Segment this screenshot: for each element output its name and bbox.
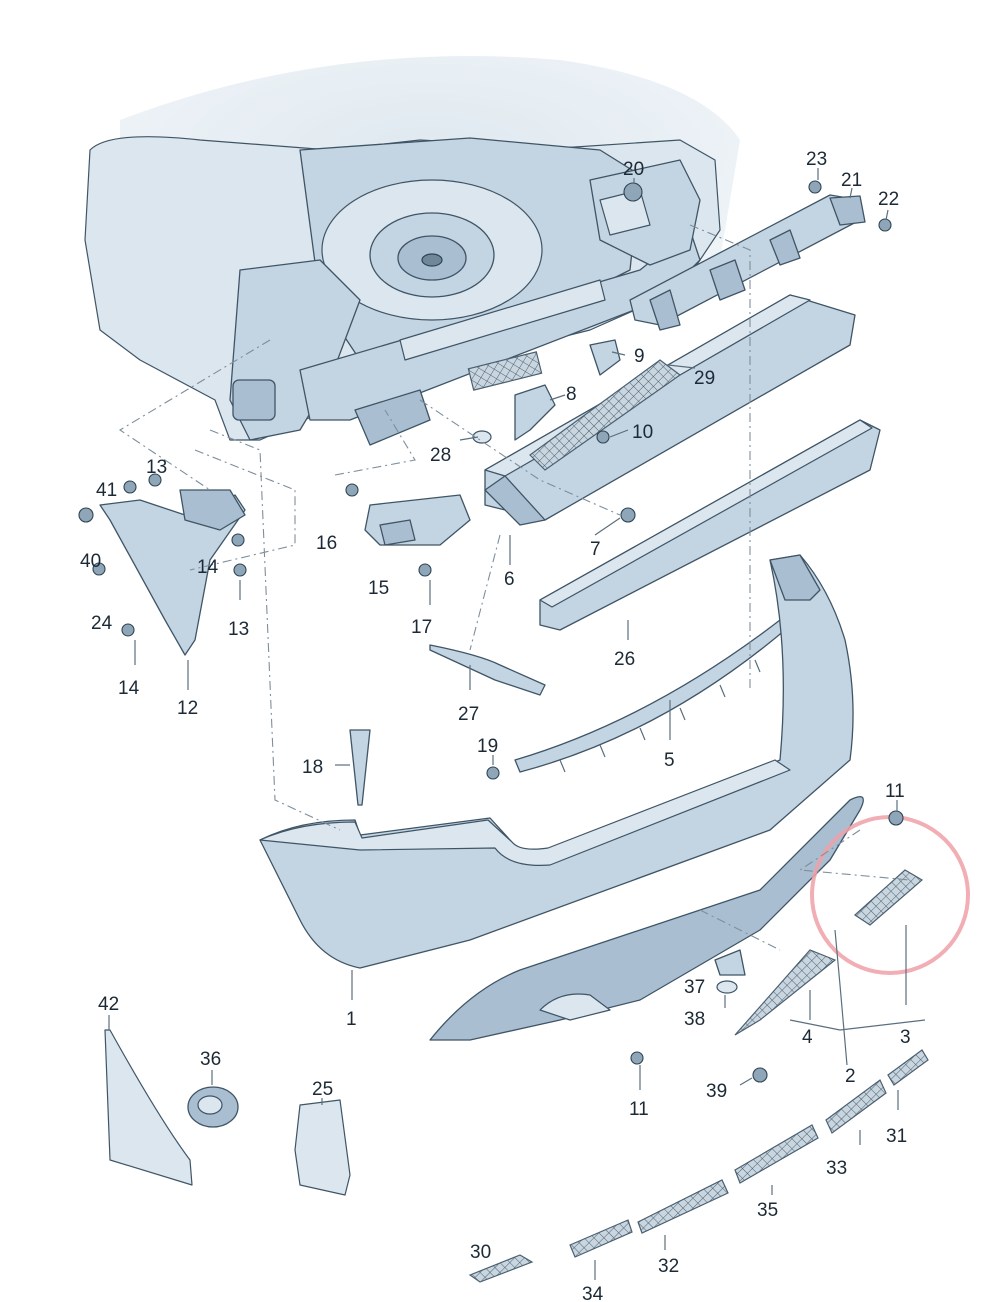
- label-1: 1: [346, 1009, 357, 1030]
- label-21: 21: [841, 170, 862, 191]
- vehicle-rear-body: [84, 136, 721, 446]
- label-35: 35: [757, 1200, 778, 1221]
- left-side-bracket: [99, 489, 246, 656]
- label-22: 22: [878, 189, 899, 210]
- label-32: 32: [658, 1256, 679, 1277]
- bumper-cover: [259, 554, 854, 969]
- fasteners: [78, 180, 904, 1083]
- label-16: 16: [316, 533, 337, 554]
- reflectors: [734, 815, 970, 1036]
- label-38: 38: [684, 1009, 705, 1030]
- label-24: 24: [91, 613, 113, 634]
- loose-parts: [104, 1029, 351, 1196]
- label-14-mid: 14: [197, 557, 219, 578]
- small-brackets: [514, 339, 682, 471]
- label-6: 6: [504, 569, 515, 590]
- label-2: 2: [845, 1066, 856, 1087]
- label-30: 30: [470, 1242, 491, 1263]
- label-34: 34: [582, 1284, 604, 1302]
- label-42: 42: [98, 994, 119, 1015]
- label-39: 39: [706, 1081, 727, 1102]
- label-15: 15: [368, 578, 389, 599]
- center-bracket: [364, 494, 471, 546]
- label-41: 41: [96, 480, 117, 501]
- label-3: 3: [900, 1027, 911, 1048]
- label-29: 29: [694, 368, 715, 389]
- label-25: 25: [312, 1079, 333, 1100]
- label-33: 33: [826, 1158, 847, 1179]
- label-17: 17: [411, 617, 432, 638]
- label-23: 23: [806, 149, 827, 170]
- energy-absorber: [539, 419, 881, 631]
- part-labels: 1 2 3 4 5 6 7 8 9 10 11 11 12 13 13 14 1…: [80, 149, 911, 1302]
- mesh-strips: [468, 1049, 929, 1283]
- label-28: 28: [430, 445, 451, 466]
- label-27: 27: [458, 704, 479, 725]
- label-19: 19: [477, 736, 498, 757]
- label-13-top: 13: [146, 457, 167, 478]
- leader-lines: [108, 168, 926, 1280]
- label-8: 8: [566, 384, 577, 405]
- label-11-bottom: 11: [629, 1099, 649, 1120]
- label-37: 37: [684, 977, 705, 998]
- label-18: 18: [302, 757, 323, 778]
- guide-lines: [118, 224, 911, 951]
- label-40: 40: [80, 551, 101, 572]
- rear-diffuser: [429, 796, 864, 1041]
- label-12: 12: [177, 698, 198, 719]
- label-20: 20: [623, 159, 644, 180]
- label-11-right: 11: [885, 781, 905, 802]
- label-5: 5: [664, 750, 675, 771]
- label-10: 10: [632, 422, 653, 443]
- label-13-mid: 13: [228, 619, 249, 640]
- upper-bracket-bar: [629, 194, 866, 331]
- label-14-left: 14: [118, 678, 140, 699]
- label-26: 26: [614, 649, 635, 670]
- guide-strip: [514, 619, 786, 773]
- label-36: 36: [200, 1049, 221, 1070]
- label-9: 9: [634, 346, 645, 367]
- label-7: 7: [590, 539, 601, 560]
- label-31: 31: [886, 1126, 907, 1147]
- label-4: 4: [802, 1027, 813, 1048]
